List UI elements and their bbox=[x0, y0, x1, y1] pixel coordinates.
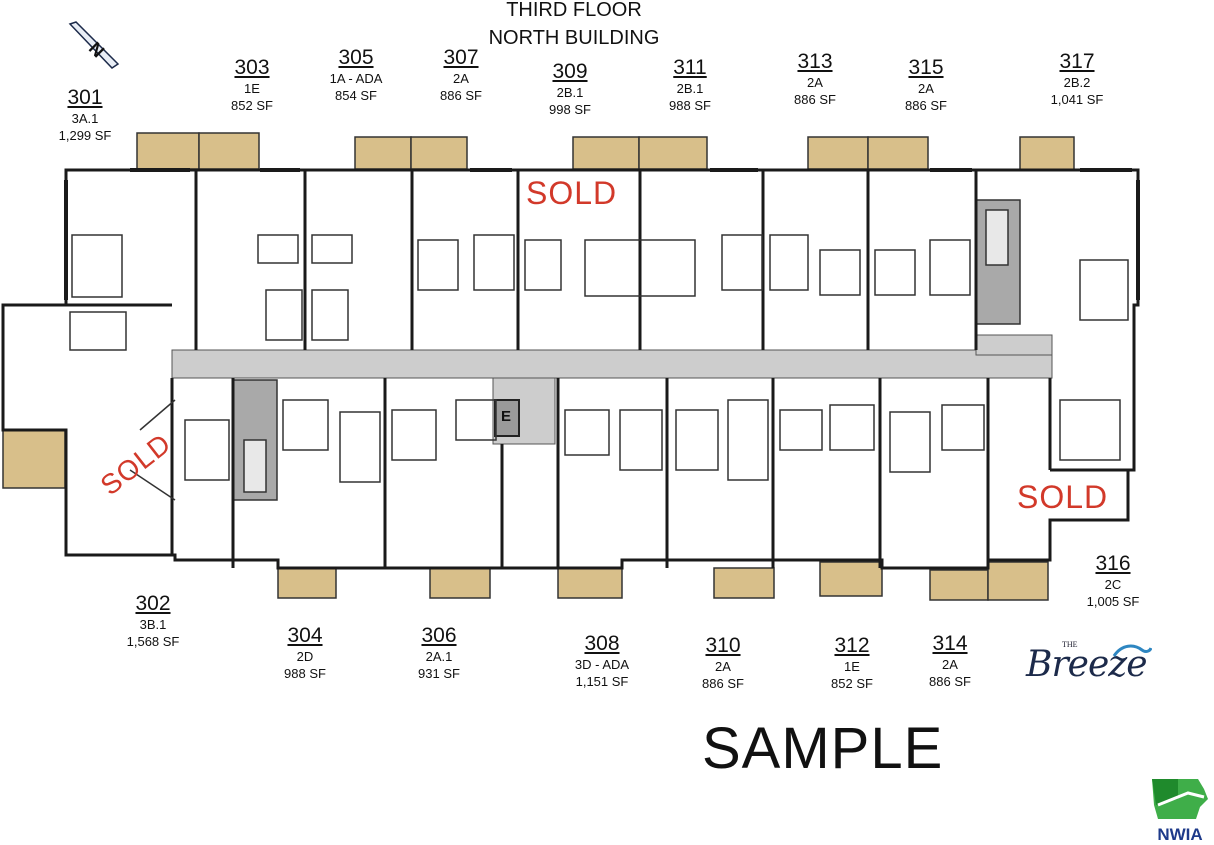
interior-partitions bbox=[69, 234, 1129, 501]
logo-the: THE bbox=[1062, 640, 1078, 649]
elevator bbox=[494, 399, 520, 437]
stairs bbox=[232, 199, 1021, 501]
balconies bbox=[2, 132, 1075, 601]
nwia-logo: NWIA bbox=[1148, 775, 1212, 845]
iowa-map-icon bbox=[1152, 779, 1208, 819]
breeze-logo: THE Breeze bbox=[1026, 640, 1152, 690]
elevator-label: E bbox=[501, 408, 512, 425]
sold-stamp-316: SOLD bbox=[1017, 479, 1109, 515]
plan-title-line2: NORTH BUILDING bbox=[488, 27, 660, 49]
north-arrow-icon: N bbox=[66, 18, 122, 74]
window-marks bbox=[64, 168, 1140, 300]
wave-icon bbox=[1112, 644, 1152, 657]
plan-title-line1: THIRD FLOOR bbox=[506, 0, 642, 21]
sample-watermark: SAMPLE bbox=[702, 716, 944, 781]
sold-stamp-309: SOLD bbox=[526, 175, 618, 211]
logo-name: Breeze bbox=[1026, 644, 1148, 685]
walls bbox=[66, 170, 1128, 568]
corridor bbox=[171, 334, 1053, 445]
nwia-text: NWIA bbox=[1157, 825, 1203, 844]
